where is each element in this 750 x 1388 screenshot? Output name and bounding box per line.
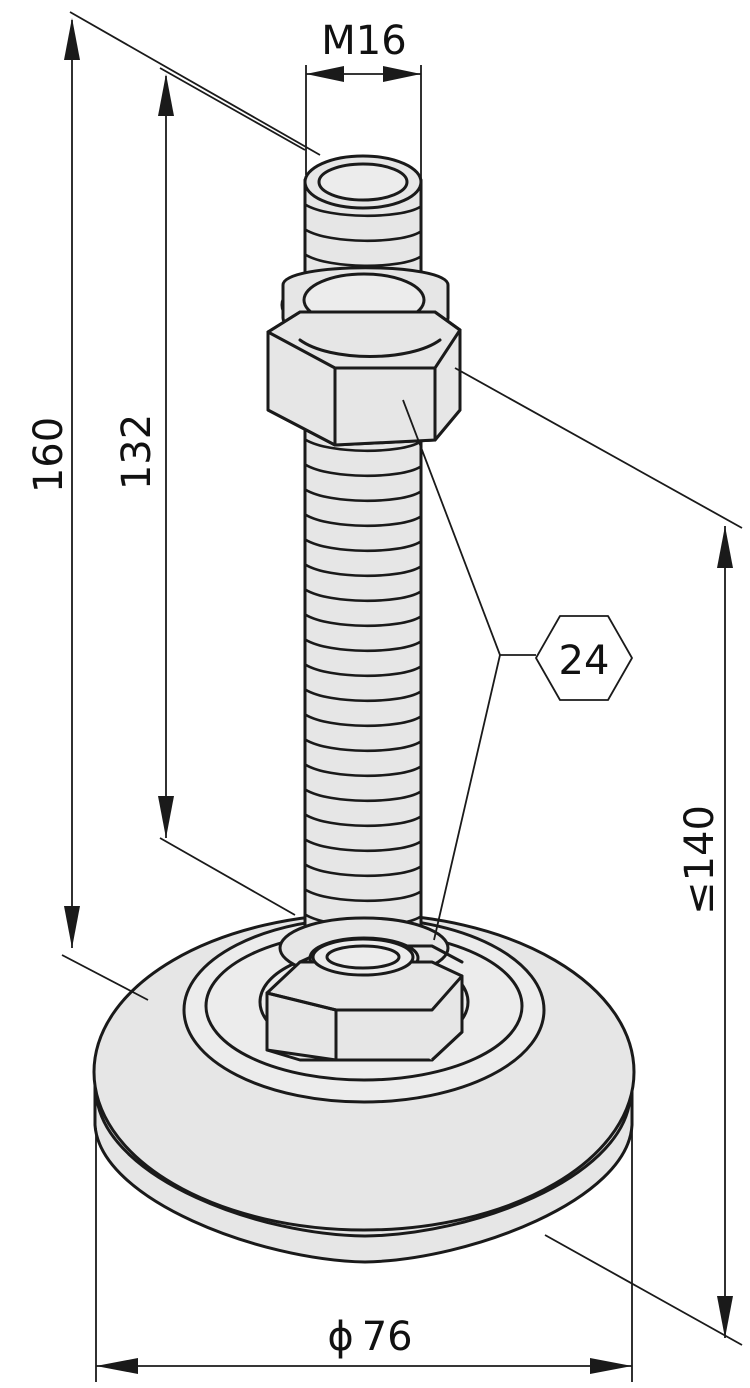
thread-crest <box>304 863 422 878</box>
thread-crest <box>304 488 422 503</box>
lower-nut <box>265 916 464 1062</box>
thread-crest <box>304 613 422 628</box>
thread-crest <box>304 563 422 578</box>
thread-crest <box>304 888 422 903</box>
thread-crest <box>304 663 422 678</box>
thread-crest <box>304 813 422 828</box>
thread-crest <box>304 713 422 728</box>
thread-length-label: 132 <box>114 414 160 490</box>
thread-crest <box>304 588 422 603</box>
overall-height-label: 160 <box>26 417 72 493</box>
thread-crest <box>304 438 422 453</box>
thread-crest <box>304 513 422 528</box>
thread-crest <box>304 738 422 753</box>
thread-crest <box>304 203 422 218</box>
thread-crest <box>304 763 422 778</box>
diameter-value: 76 <box>362 1314 413 1360</box>
dim-thread-size: M16 <box>305 18 422 180</box>
thread-crest <box>304 838 422 853</box>
thread-crest <box>304 253 422 268</box>
thread-crest <box>304 638 422 653</box>
dim-thread-length: 132 <box>114 67 306 916</box>
upper-nut <box>266 266 462 447</box>
hexagon-frame <box>535 615 633 701</box>
dim-overall-height: 160 <box>26 11 321 1001</box>
wrench-size-callout: 24 <box>402 399 633 941</box>
dim-height-approx: ≤140 <box>454 367 743 1346</box>
diameter-symbol: ϕ <box>327 1314 353 1360</box>
thread-crest <box>304 688 422 703</box>
thread-crest <box>304 788 422 803</box>
wrench-size-label: 24 <box>559 638 610 684</box>
thread-size-label: M16 <box>321 18 406 64</box>
thread-crest <box>304 463 422 478</box>
thread-crest <box>304 538 422 553</box>
thread-crest <box>304 228 422 243</box>
height-approx-label: ≤140 <box>677 805 723 915</box>
